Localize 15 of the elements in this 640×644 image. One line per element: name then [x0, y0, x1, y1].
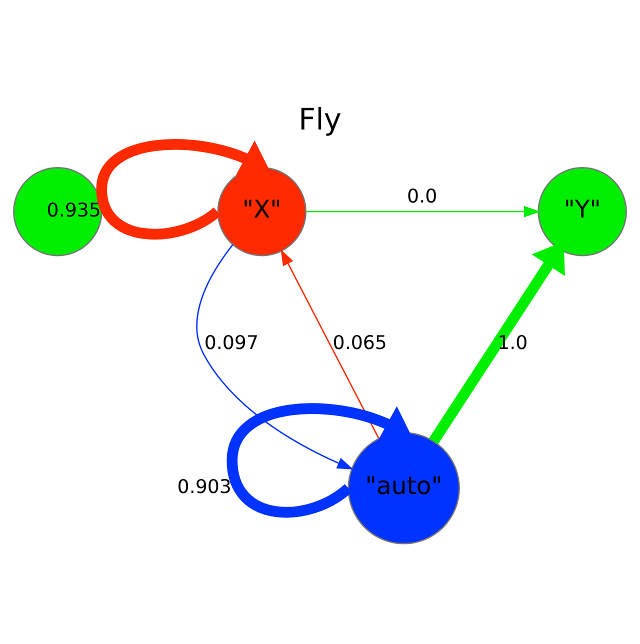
edge-label: 0.935 — [46, 200, 101, 222]
node-circle — [13, 167, 102, 256]
arrow — [280, 249, 380, 439]
arrow — [306, 206, 540, 218]
node-circle: "Y" — [538, 167, 627, 256]
node-circle: "auto" — [348, 432, 460, 544]
arrow — [96, 139, 270, 240]
edge-label: 0.097 — [204, 332, 259, 354]
node-circle: "X" — [217, 167, 306, 256]
arrow — [226, 403, 412, 518]
diagram-title: Fly — [298, 102, 342, 138]
edge-label: 0.903 — [177, 476, 232, 498]
edge-label: 0.065 — [332, 332, 387, 354]
edge-label: 0.0 — [407, 185, 438, 208]
arrow — [196, 244, 354, 470]
